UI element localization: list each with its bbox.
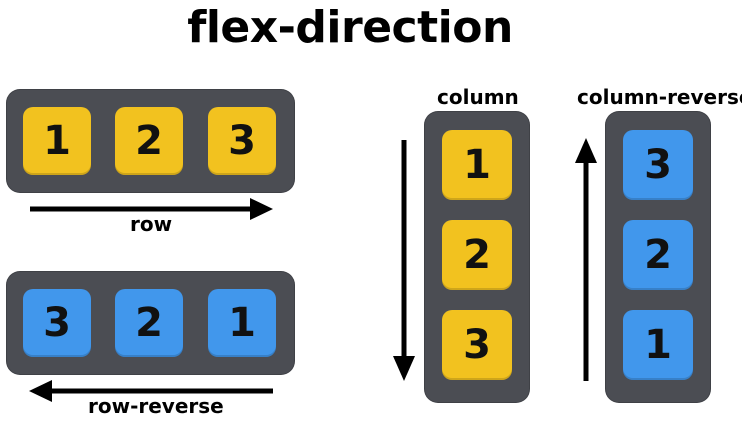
column-reverse-item-3: 3 <box>623 130 693 200</box>
column-item-3: 3 <box>442 310 512 380</box>
row-reverse-item-3: 3 <box>23 289 91 357</box>
row-item-1: 1 <box>23 107 91 175</box>
diagram-title: flex-direction <box>187 2 513 53</box>
row-item-2: 2 <box>115 107 183 175</box>
column-reverse-item-2: 2 <box>623 220 693 290</box>
row-reverse-item-1: 1 <box>208 289 276 357</box>
row-reverse-arrow-left-icon <box>29 380 273 402</box>
column-item-1: 1 <box>442 130 512 200</box>
row-label: row <box>130 212 173 236</box>
column-reverse-label: column-reverse <box>577 85 742 109</box>
column-item-2: 2 <box>442 220 512 290</box>
row-arrow-right-icon <box>30 198 273 220</box>
column-label: column <box>437 85 519 109</box>
column-reverse-item-1: 1 <box>623 310 693 380</box>
row-reverse-item-2: 2 <box>115 289 183 357</box>
column-reverse-arrow-up-icon <box>575 138 597 381</box>
row-reverse-label: row-reverse <box>88 394 224 418</box>
row-item-3: 3 <box>208 107 276 175</box>
column-arrow-down-icon <box>393 140 415 381</box>
